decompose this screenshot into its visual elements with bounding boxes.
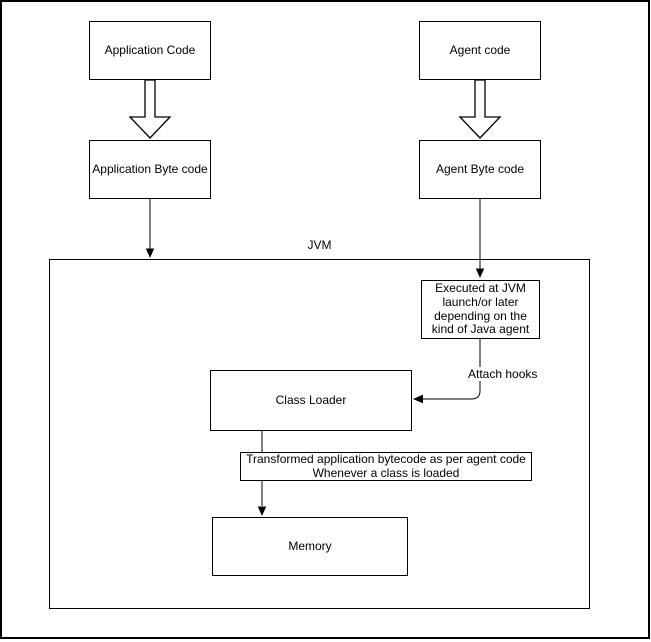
transformed-bytecode-edge-label-box: Transformed application bytecode as per …	[240, 452, 532, 481]
memory-node: Memory	[212, 517, 408, 576]
jvm-container	[49, 259, 590, 609]
agent-code-label: Agent code	[449, 42, 511, 57]
application-bytecode-to-jvm-connector	[145, 199, 155, 258]
application-byte-code-node: Application Byte code	[89, 140, 211, 199]
attach-hooks-connector	[413, 339, 481, 404]
attach-hooks-edge-label: Attach hooks	[466, 367, 540, 381]
jvm-container-label: JVM	[307, 238, 332, 252]
agent-code-to-bytecode-block-arrow	[458, 79, 502, 139]
executed-note-node: Executed at JVM launch/or later dependin…	[421, 280, 540, 339]
class-loader-label: Class Loader	[275, 392, 347, 407]
application-byte-code-label: Application Byte code	[92, 161, 208, 176]
agent-bytecode-to-executed-note-connector	[475, 199, 485, 278]
application-code-label: Application Code	[104, 42, 196, 57]
class-loader-node: Class Loader	[210, 370, 412, 431]
agent-byte-code-node: Agent Byte code	[419, 140, 541, 199]
application-code-node: Application Code	[89, 21, 211, 80]
agent-code-node: Agent code	[419, 21, 541, 80]
transformed-bytecode-label-line1: Transformed application bytecode as per …	[246, 451, 526, 466]
agent-byte-code-label: Agent Byte code	[435, 161, 525, 176]
application-code-to-bytecode-block-arrow	[128, 79, 172, 139]
memory-label: Memory	[288, 538, 332, 553]
executed-note-label: Executed at JVM launch/or later dependin…	[431, 280, 530, 337]
transformed-bytecode-label-line2: Whenever a class is loaded	[312, 465, 460, 480]
